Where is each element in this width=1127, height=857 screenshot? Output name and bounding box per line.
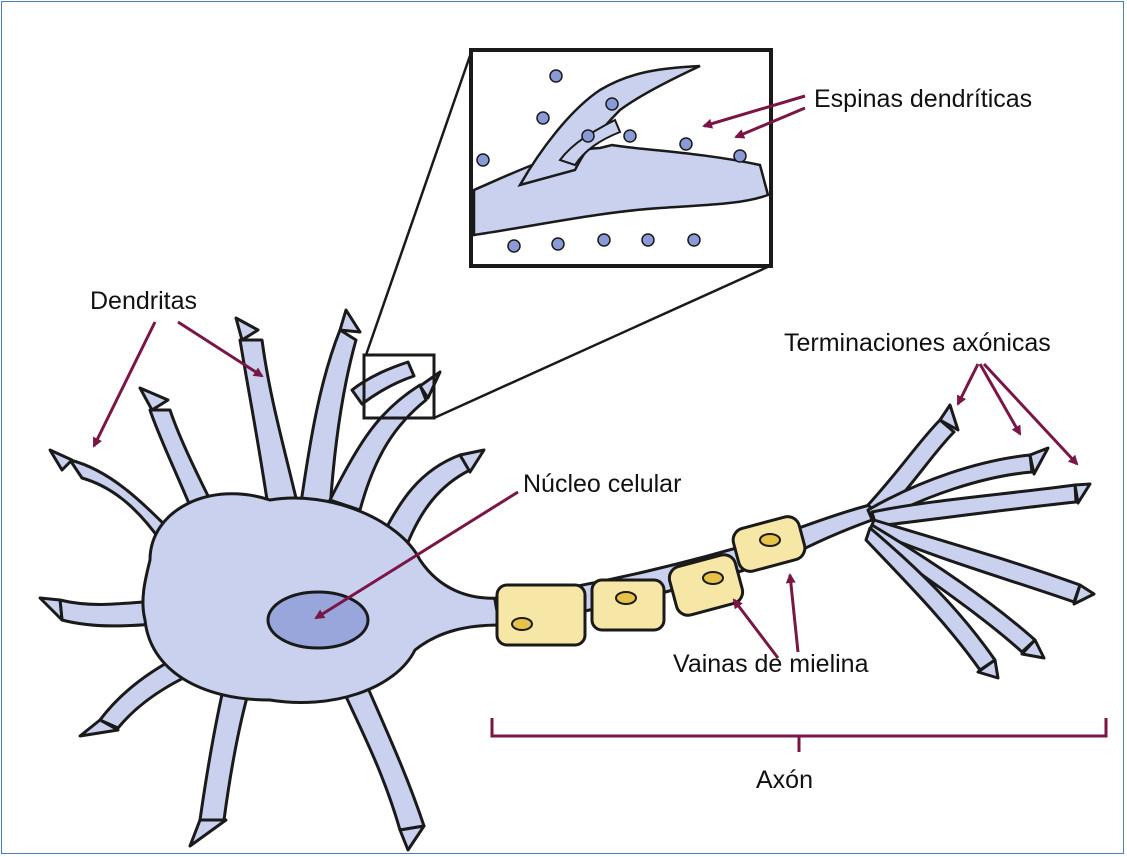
- neuron-body: [40, 310, 500, 850]
- myelin-sheath-1: [497, 585, 585, 645]
- label-espinas: Espinas dendríticas: [814, 85, 1032, 113]
- label-dendritas: Dendritas: [90, 287, 197, 315]
- spines-inset: [366, 50, 772, 418]
- label-terminaciones: Terminaciones axónicas: [784, 329, 1051, 357]
- myelin-sheaths: [497, 514, 808, 645]
- arrow-terminaciones-3: [984, 364, 1077, 464]
- arrow-vainas-2: [790, 575, 798, 652]
- myelin-sheath-3: [667, 552, 746, 618]
- label-nucleo: Núcleo celular: [523, 470, 681, 498]
- nucleus: [268, 592, 368, 648]
- arrow-terminaciones-2: [980, 364, 1020, 434]
- arrow-dendritas-1: [94, 322, 155, 446]
- label-vainas: Vainas de mielina: [673, 650, 869, 678]
- myelin-sheath-2: [592, 580, 664, 630]
- arrow-terminaciones-1: [958, 364, 978, 404]
- axon-bracket: [492, 718, 1106, 752]
- label-axon: Axón: [756, 766, 813, 794]
